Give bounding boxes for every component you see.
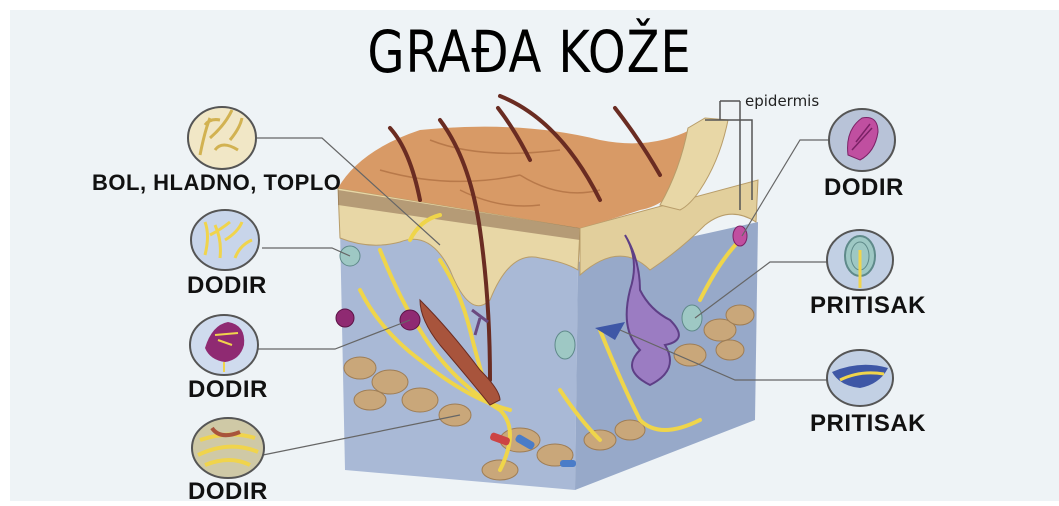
receptor-meissner-right-icon bbox=[829, 109, 895, 171]
receptor-meissner-icon bbox=[190, 315, 258, 375]
receptor-ruffini-icon bbox=[192, 418, 264, 478]
epidermis-label: epidermis bbox=[745, 92, 819, 110]
receptor-krause-icon bbox=[827, 350, 893, 406]
skin-block bbox=[336, 96, 758, 490]
label-pritisak-1: PRITISAK bbox=[810, 292, 926, 320]
receptor-pacini-icon bbox=[827, 230, 893, 290]
receptor-merkel-icon bbox=[191, 210, 259, 270]
label-pritisak-2: PRITISAK bbox=[810, 410, 926, 438]
label-dodir-2: DODIR bbox=[188, 376, 268, 404]
label-bol-hladno-toplo: BOL, HLADNO, TOPLO bbox=[92, 170, 341, 196]
label-dodir-1: DODIR bbox=[187, 272, 267, 300]
receptor-free-nerve-icon bbox=[188, 107, 256, 169]
label-dodir-right: DODIR bbox=[824, 174, 904, 202]
label-dodir-3: DODIR bbox=[188, 478, 268, 506]
